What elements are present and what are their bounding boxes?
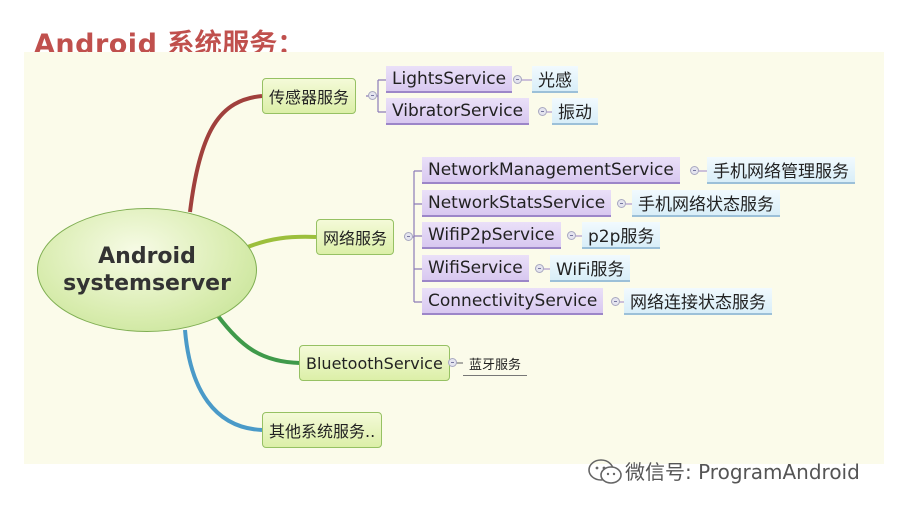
root-node[interactable]: Android systemserver xyxy=(37,208,257,332)
collapse-icon[interactable] xyxy=(448,358,457,367)
branch-sensor-services[interactable]: 传感器服务 xyxy=(262,78,357,114)
service-network-stats[interactable]: NetworkStatsService xyxy=(422,190,612,217)
collapse-icon[interactable] xyxy=(368,91,377,100)
collapse-icon[interactable] xyxy=(538,107,547,116)
service-wifi[interactable]: WifiService xyxy=(422,255,529,282)
branch-network-services[interactable]: 网络服务 xyxy=(316,219,395,255)
connector-network xyxy=(244,234,317,250)
connector-bluetooth xyxy=(216,314,301,365)
desc-network-management: 手机网络管理服务 xyxy=(707,157,855,184)
collapse-icon[interactable] xyxy=(513,75,522,84)
service-vibrator[interactable]: VibratorService xyxy=(386,98,530,125)
desc-lights: 光感 xyxy=(532,66,578,93)
collapse-icon[interactable] xyxy=(404,232,413,241)
branch-bluetooth-service[interactable]: BluetoothService xyxy=(299,345,450,381)
desc-network-stats: 手机网络状态服务 xyxy=(632,190,780,217)
collapse-icon[interactable] xyxy=(611,297,620,306)
service-wifi-p2p[interactable]: WifiP2pService xyxy=(422,222,561,249)
wechat-icon xyxy=(587,458,625,484)
desc-wifi-p2p: p2p服务 xyxy=(582,222,661,249)
root-label-line1: Android xyxy=(98,244,196,269)
service-network-management[interactable]: NetworkManagementService xyxy=(422,157,680,184)
service-lights[interactable]: LightsService xyxy=(386,66,513,93)
collapse-icon[interactable] xyxy=(535,264,544,273)
collapse-icon[interactable] xyxy=(690,166,699,175)
service-connectivity[interactable]: ConnectivityService xyxy=(422,288,604,315)
root-label-line2: systemserver xyxy=(63,271,231,296)
watermark-text: 微信号: ProgramAndroid xyxy=(625,460,860,484)
collapse-icon[interactable] xyxy=(617,199,626,208)
collapse-icon[interactable] xyxy=(567,231,576,240)
desc-vibrator: 振动 xyxy=(552,98,598,125)
desc-wifi: WiFi服务 xyxy=(550,255,631,282)
connector-sensor xyxy=(188,94,263,213)
desc-bluetooth: 蓝牙服务 xyxy=(463,352,528,376)
watermark: 微信号: ProgramAndroid xyxy=(587,456,860,485)
desc-connectivity: 网络连接状态服务 xyxy=(624,288,772,315)
connector-other xyxy=(183,329,263,432)
branch-other-services[interactable]: 其他系统服务.. xyxy=(262,412,383,448)
